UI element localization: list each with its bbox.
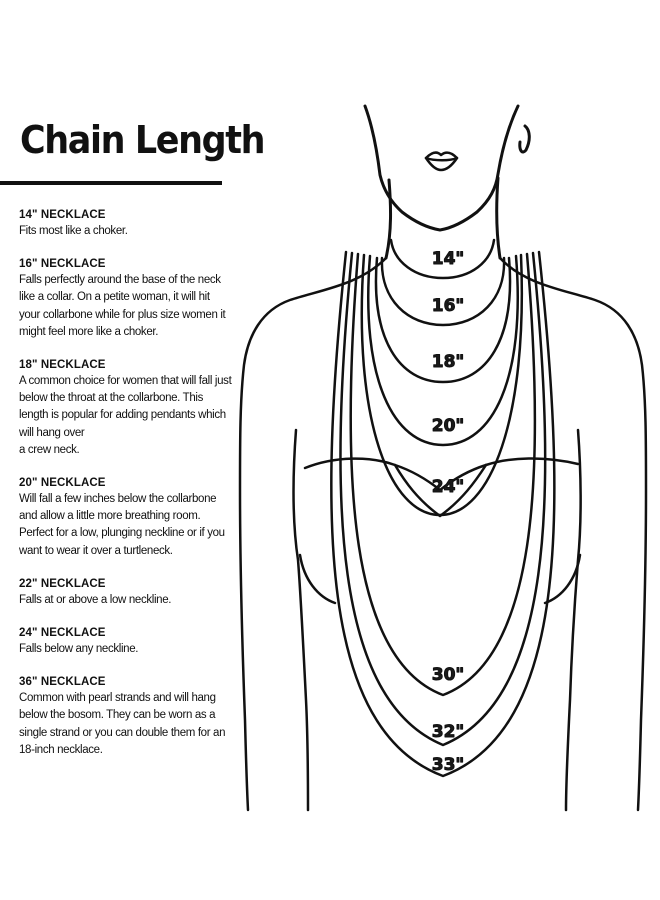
entry-heading: 20" NECKLACE xyxy=(19,477,106,490)
entry-description: Common with pearl strands and will hang … xyxy=(19,692,226,756)
length-label-14: 14" xyxy=(432,249,465,269)
length-labels: 14" 16" 18" 20" 24" 30" 32" 33" xyxy=(431,249,465,776)
entry-description: A common choice for women that will fall… xyxy=(19,375,232,456)
length-label-16: 16" xyxy=(432,296,465,316)
entry-24: 24" NECKLACE Falls below any neckline. xyxy=(19,626,234,658)
entry-description: Falls at or above a low neckline. xyxy=(19,593,172,606)
head-outline xyxy=(363,104,531,232)
entry-heading: 22" NECKLACE xyxy=(19,577,106,590)
neck-outline xyxy=(384,176,502,260)
chain-16-line xyxy=(380,256,506,327)
length-label-33: 33" xyxy=(432,755,465,775)
chain-33-line xyxy=(330,250,556,778)
body-outline xyxy=(238,256,648,812)
necklace-length-list: 14" NECKLACE Fits most like a choker. 16… xyxy=(19,208,234,776)
entry-14: 14" NECKLACE Fits most like a choker. xyxy=(19,208,234,240)
title-divider xyxy=(0,181,222,185)
entry-22: 22" NECKLACE Falls at or above a low nec… xyxy=(19,577,234,609)
necklace-figure-drawing: 14" 16" 18" 20" 24" 30" 32" 33" xyxy=(238,104,648,812)
length-label-32: 32" xyxy=(432,722,465,742)
entry-description: Fits most like a choker. xyxy=(19,225,128,237)
entry-description: Falls below any neckline. xyxy=(19,643,139,656)
entry-heading: 24" NECKLACE xyxy=(19,627,106,640)
chain-18-line xyxy=(374,256,512,384)
entry-description: Will fall a few inches below the collarb… xyxy=(19,493,225,557)
entry-36: 36" NECKLACE Common with pearl strands a… xyxy=(19,675,234,759)
entry-description: Falls perfectly around the base of the n… xyxy=(19,274,226,338)
length-label-18: 18" xyxy=(432,352,465,372)
necklace-chains xyxy=(330,238,556,778)
chain-30-line xyxy=(349,252,537,697)
length-label-20: 20" xyxy=(432,416,465,436)
entry-heading: 14" NECKLACE xyxy=(19,209,106,221)
body-illustration: 14" 16" 18" 20" 24" 30" 32" 33" xyxy=(230,100,660,820)
page-title: Chain Length xyxy=(20,118,266,162)
entry-heading: 18" NECKLACE xyxy=(19,359,106,372)
entry-16: 16" NECKLACE Falls perfectly around the … xyxy=(19,257,234,341)
lips xyxy=(424,151,459,172)
chain-24-line xyxy=(360,253,524,517)
entry-18: 18" NECKLACE A common choice for women t… xyxy=(19,358,234,459)
chain-14-line xyxy=(389,238,496,280)
entry-heading: 36" NECKLACE xyxy=(19,676,106,689)
chain-20-line xyxy=(367,254,519,447)
entry-heading: 16" NECKLACE xyxy=(19,258,106,271)
entry-20: 20" NECKLACE Will fall a few inches belo… xyxy=(19,476,234,560)
length-label-30: 30" xyxy=(432,665,465,685)
chain-32-line xyxy=(339,251,547,747)
length-label-24: 24" xyxy=(432,477,465,497)
